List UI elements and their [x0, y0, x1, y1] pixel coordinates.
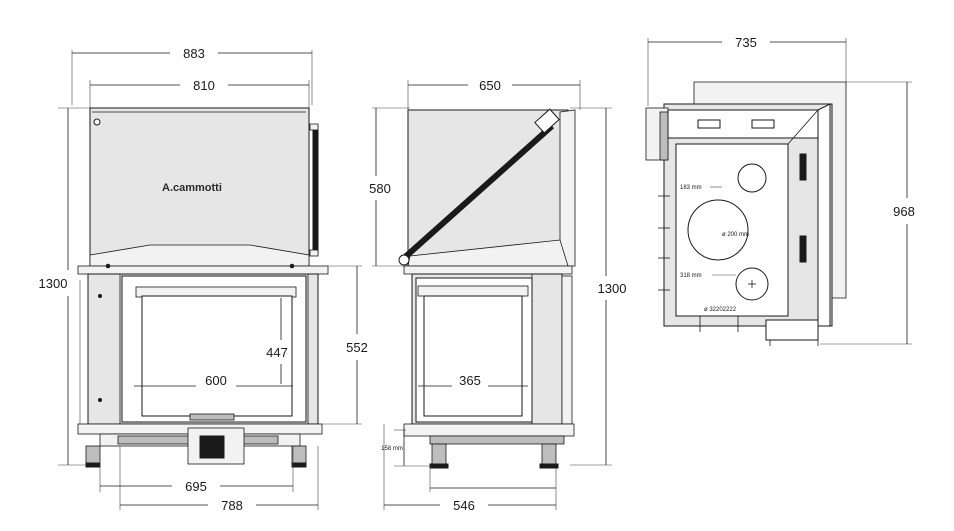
dim-label-650: 650 [479, 78, 501, 93]
front-glass [141, 295, 293, 417]
brand-logo: A.cammotti [162, 182, 222, 194]
front-view: 883 810 1300 A.cammotti [39, 46, 368, 513]
dim-hood-height: 580 [369, 107, 410, 267]
dim-label-580: 580 [369, 181, 391, 196]
side-right-foot [539, 443, 559, 469]
label-code: ø 32202222 [704, 307, 737, 313]
dim-base-width: 695 [100, 479, 293, 494]
dim-top-depth-968: 968 [820, 81, 915, 345]
dim-label-883: 883 [183, 46, 205, 61]
dim-label-695: 695 [185, 479, 207, 494]
dim-label-735: 735 [735, 35, 757, 50]
dim-label-447: 447 [266, 345, 288, 360]
dim-label-788: 788 [221, 498, 243, 513]
dim-label-552: 552 [346, 340, 368, 355]
top-rear-box [765, 319, 819, 341]
dim-overall-width: 883 [71, 46, 313, 105]
side-left-foot [429, 443, 449, 469]
brand-text: A.cammotti [162, 182, 222, 194]
dim-foot-height: 158 mm [381, 429, 432, 467]
hood-handle [312, 125, 319, 255]
door-handle [189, 413, 235, 421]
top-view: 735 968 [645, 35, 915, 346]
dim-label-968: 968 [893, 204, 915, 219]
dim-label-600: 600 [205, 373, 227, 388]
dim-label-365: 365 [459, 373, 481, 388]
dim-top-width-735: 735 [647, 35, 847, 106]
dim-front-height: 1300 [39, 107, 92, 466]
dim-side-glass-width: 365 [418, 373, 528, 388]
dim-base-depth: 546 [384, 498, 556, 513]
label-flue-diameter: ø 200 mm [722, 232, 749, 238]
dim-bottom-width: 788 [120, 498, 318, 513]
dim-label-546: 546 [453, 498, 475, 513]
side-glass [423, 295, 523, 417]
hood-lift-arm [402, 123, 554, 261]
dim-label-158: 158 mm [381, 446, 403, 452]
dim-depth: 650 [407, 78, 581, 110]
dim-opening-height: 552 [320, 265, 368, 425]
dim-glass-width: 600 [134, 373, 293, 388]
dim-label-1300-front: 1300 [39, 276, 68, 291]
left-foot [85, 445, 101, 468]
front-hood [89, 107, 310, 267]
flue-hole [687, 199, 749, 261]
dim-glass-height: 447 [266, 298, 288, 384]
label-318mm: 318 mm [680, 273, 702, 279]
dim-top-width: 810 [89, 78, 310, 108]
dim-label-810: 810 [193, 78, 215, 93]
dim-side-height: 1300 [570, 107, 627, 466]
outlet-hole [737, 163, 767, 193]
dim-label-1300-side: 1300 [598, 281, 627, 296]
label-183mm: 183 mm [680, 185, 702, 191]
side-view: 650 580 1300 [369, 78, 626, 513]
right-foot [291, 445, 307, 468]
air-control-grille [199, 435, 225, 459]
